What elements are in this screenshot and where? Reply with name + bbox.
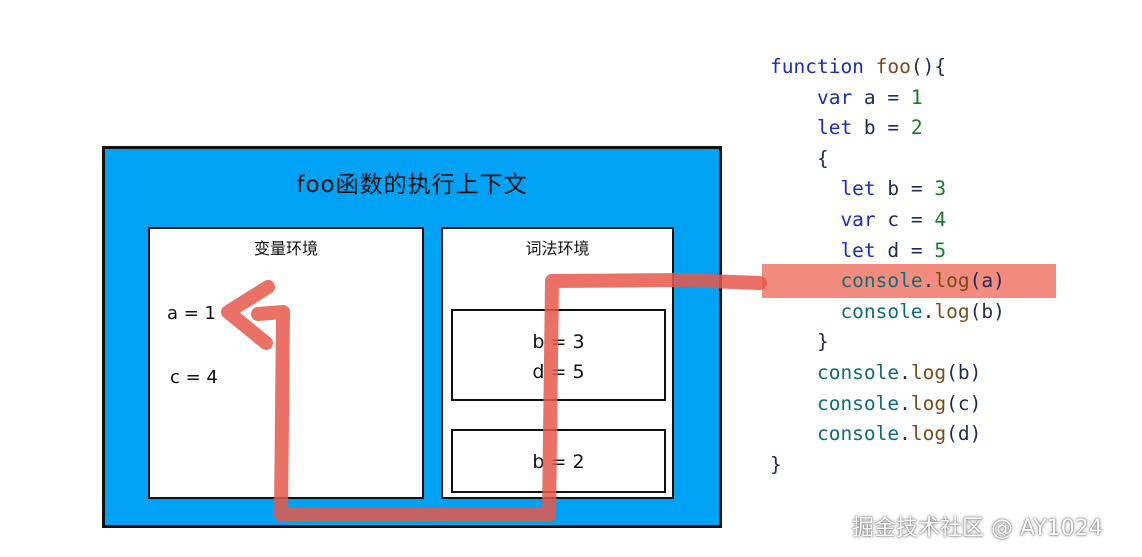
code-token: (b) (946, 361, 982, 384)
code-token: . (899, 422, 911, 446)
code-token: } (770, 452, 782, 476)
code-token: (a) (969, 269, 1005, 293)
code-line: let b = 3 (770, 174, 946, 204)
code-line: console.log(a) (770, 266, 1005, 296)
code-token: (d) (946, 422, 982, 446)
code-token: (){ (910, 55, 947, 78)
code-line: console.log(d) (770, 419, 981, 449)
code-token: log (910, 361, 947, 384)
code-token: a = (863, 85, 911, 109)
code-line: let b = 2 (770, 113, 923, 143)
code-token: console (770, 422, 900, 446)
code-token: 1 (910, 85, 923, 109)
code-line: function foo(){ (770, 52, 946, 82)
code-token: d = (887, 238, 935, 262)
code-token: . (899, 361, 911, 384)
code-token: . (899, 391, 911, 415)
code-token: 2 (910, 116, 923, 140)
code-line: var c = 4 (770, 205, 946, 235)
code-token: var (770, 208, 888, 231)
code-token: 5 (934, 238, 947, 262)
code-token: let (770, 238, 888, 262)
variable-c: c = 4 (170, 367, 218, 388)
code-line: } (770, 327, 829, 357)
code-line: { (770, 144, 829, 174)
variable-environment-title: 变量环境 (253, 239, 318, 258)
code-line: console.log(b) (770, 297, 1005, 327)
code-token: (b) (969, 299, 1005, 323)
code-token: var (770, 85, 864, 109)
variable-a: a = 1 (167, 303, 217, 324)
code-line: console.log(b) (770, 358, 981, 388)
code-token: console (770, 269, 923, 293)
code-token: console (770, 299, 923, 323)
code-line: console.log(c) (770, 389, 981, 419)
code-token: { (770, 146, 829, 170)
code-line: var a = 1 (770, 83, 923, 113)
code-token: b = (863, 116, 911, 140)
code-token: 3 (934, 177, 947, 201)
code-token: log (934, 299, 970, 323)
code-line: } (770, 450, 782, 480)
code-token: 4 (934, 208, 947, 231)
code-token: function (770, 55, 876, 78)
code-token: foo (875, 55, 911, 78)
lexical-environment-title: 词法环境 (525, 239, 590, 258)
code-token: log (910, 422, 947, 446)
code-token: } (770, 330, 829, 354)
code-token: c = (887, 208, 935, 231)
code-token: console (770, 361, 900, 384)
code-token: b = (887, 177, 935, 201)
execution-context-title: foo函数的执行上下文 (296, 172, 528, 198)
code-token: (c) (946, 391, 982, 415)
code-token: log (934, 269, 970, 293)
code-token: let (770, 116, 864, 140)
code-line: let d = 5 (770, 236, 946, 266)
watermark: 掘金技术社区 @ AY1024 (852, 516, 1103, 541)
execution-context-box: foo函数的执行上下文 变量环境 a = 1 c = 4 词法环境 b = 3 … (102, 146, 722, 528)
code-token: . (922, 299, 935, 323)
code-token: console (770, 391, 900, 415)
code-token: . (922, 269, 935, 293)
code-token: log (910, 391, 947, 415)
highlighted-code-line (762, 264, 1056, 298)
code-token: let (770, 177, 888, 201)
